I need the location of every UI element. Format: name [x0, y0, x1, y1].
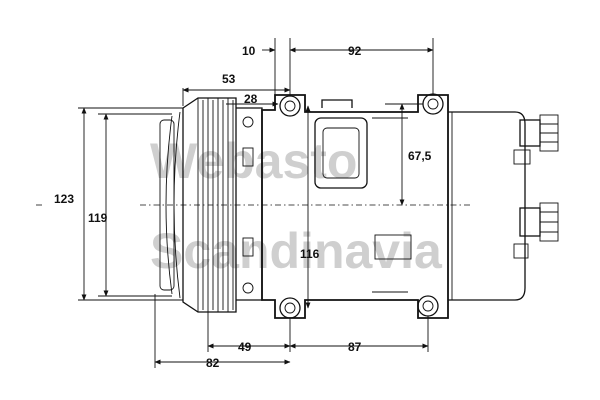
- dimensions: 10 92 53 28 123 119 67,5 116 49 87: [54, 38, 434, 370]
- dim-bolt-offset: 28: [244, 92, 258, 106]
- mount-lug-top-left: [279, 95, 301, 117]
- pulley: [159, 97, 237, 313]
- dim-overall-height: 123: [54, 192, 74, 206]
- fittings: [513, 114, 559, 259]
- pulley-grooves: [197, 98, 234, 312]
- watermark-line-1: Webasto: [150, 133, 357, 189]
- dim-pulley-depth: 53: [222, 72, 236, 86]
- compressor-body: [261, 94, 526, 319]
- mount-lug-top-right: [422, 93, 444, 115]
- dim-top-width: 92: [348, 44, 362, 58]
- mounting-lugs: [279, 93, 444, 319]
- mount-lug-bottom-right: [417, 295, 439, 317]
- dim-pulley-diameter: 119: [88, 211, 108, 225]
- fitting-upper: [513, 114, 559, 165]
- watermark-line-2: Scandinavia: [150, 223, 443, 279]
- dim-bottom-width: 87: [348, 340, 362, 354]
- dim-overall-length: 82: [206, 356, 220, 370]
- dim-top-offset: 10: [242, 44, 256, 58]
- mount-lug-bottom-left: [279, 297, 301, 319]
- fitting-lower: [513, 202, 559, 259]
- dim-mount-spacing: 67,5: [408, 149, 432, 163]
- dim-mount-height: 116: [300, 247, 320, 261]
- watermark: Webasto Scandinavia: [150, 133, 443, 279]
- dim-bottom-offset: 49: [238, 340, 252, 354]
